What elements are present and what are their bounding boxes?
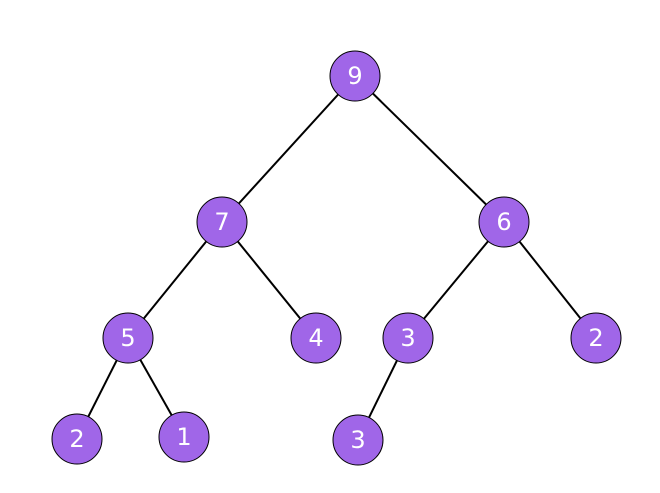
node-circle	[290, 312, 342, 364]
tree-node: 5	[102, 312, 154, 364]
node-circle	[329, 50, 381, 102]
node-value-label: 7	[214, 208, 229, 236]
node-value-label: 6	[496, 208, 511, 236]
tree-node: 1	[158, 411, 210, 463]
tree-node: 6	[478, 196, 530, 248]
node-value-label: 2	[69, 425, 84, 453]
tree-edge	[221, 75, 356, 223]
tree-node: 4	[290, 312, 342, 364]
nodes: 9 7 6 5 4 3 2 2 1 3	[51, 50, 622, 466]
node-circle	[478, 196, 530, 248]
node-value-label: 4	[308, 324, 323, 352]
node-value-label: 5	[120, 324, 135, 352]
tree-node: 2	[51, 413, 103, 465]
node-value-label: 3	[350, 426, 365, 454]
node-circle	[332, 414, 384, 466]
node-circle	[102, 312, 154, 364]
node-circle	[382, 312, 434, 364]
tree-node: 9	[329, 50, 381, 102]
node-value-label: 9	[347, 62, 362, 90]
tree-node: 3	[382, 312, 434, 364]
tree-node: 3	[332, 414, 384, 466]
node-circle	[196, 196, 248, 248]
node-value-label: 2	[588, 324, 603, 352]
edges	[76, 75, 597, 441]
tree-edge	[354, 75, 505, 223]
node-circle	[51, 413, 103, 465]
node-value-label: 3	[400, 324, 415, 352]
node-value-label: 1	[176, 423, 191, 451]
node-circle	[570, 312, 622, 364]
tree-node: 2	[570, 312, 622, 364]
tree-node: 7	[196, 196, 248, 248]
node-circle	[158, 411, 210, 463]
